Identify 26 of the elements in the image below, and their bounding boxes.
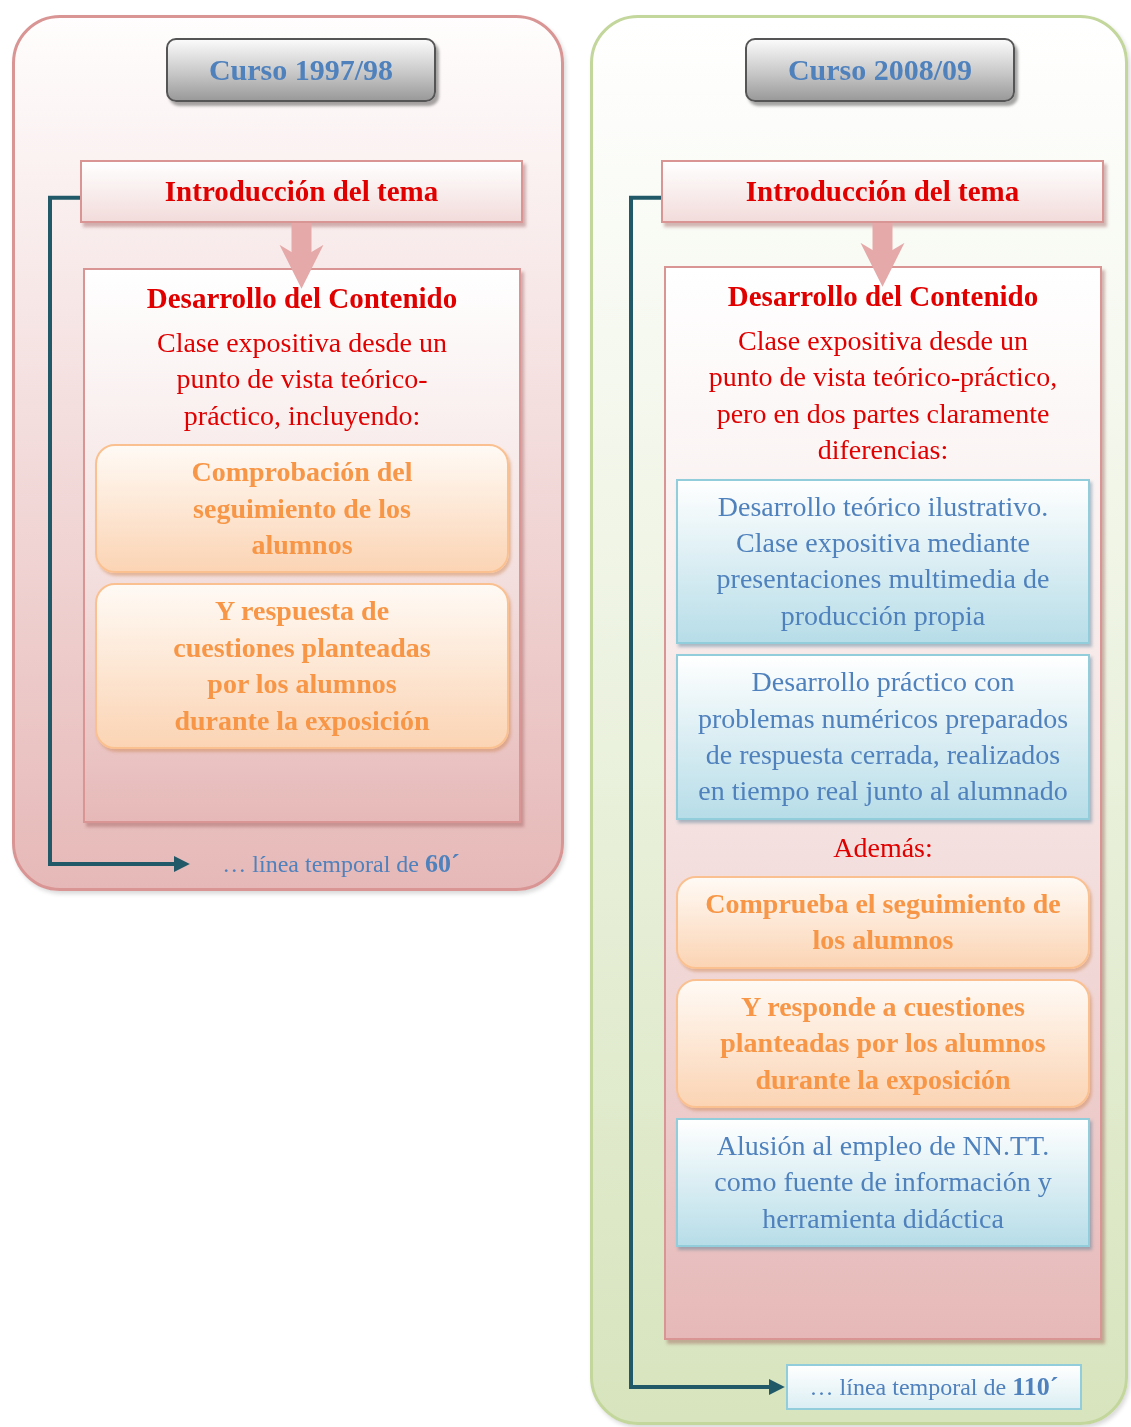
timeline-label: … línea temporal de 60´ xyxy=(191,846,491,882)
stage-box: Introducción del tema xyxy=(661,160,1104,223)
activity-box: Desarrollo teórico ilustrativo. Clase expositiva mediante presentaciones multimedia de producción propia xyxy=(676,478,1090,645)
arrow xyxy=(629,195,785,1395)
activity-box: Alusión al empleo de NN.TT. como fuente de información y herramienta didáctica xyxy=(676,1118,1090,1248)
course-label: Curso 2008/09 xyxy=(745,38,1015,102)
arrow xyxy=(860,223,905,287)
timeline-label: … línea temporal de 110´ xyxy=(786,1364,1082,1410)
panel-background xyxy=(590,15,1128,1425)
description-text: Clase expositiva desde un punto de vista teórico-práctico, incluyendo: xyxy=(155,326,449,433)
course-label: Curso 1997/98 xyxy=(166,38,436,102)
arrow xyxy=(279,223,324,289)
note-text: Además: xyxy=(832,830,934,865)
content-box xyxy=(664,266,1102,1340)
description-text: Clase expositiva desde un punto de vista teórico-práctico, pero en dos partes claramente diferencias: xyxy=(707,324,1059,468)
section-heading: Desarrollo del Contenido xyxy=(726,280,1040,313)
panel-background xyxy=(12,15,564,891)
activity-box: Desarrollo práctico con problemas numéricos preparados de respuesta cerrada, realizados en tiempo real junto al alumnado xyxy=(676,654,1090,820)
content-box xyxy=(83,268,521,823)
highlight-box: Y responde a cuestiones planteadas por los alumnos durante la exposición xyxy=(676,978,1090,1109)
arrow xyxy=(48,195,190,872)
stage-box: Introducción del tema xyxy=(80,160,523,223)
highlight-box: Y respuesta de cuestiones planteadas por los alumnos durante la exposición xyxy=(95,583,509,749)
highlight-box: Comprobación del seguimiento de los alumnos xyxy=(95,444,509,574)
highlight-box: Comprueba el seguimiento de los alumnos xyxy=(676,876,1090,969)
section-heading: Desarrollo del Contenido xyxy=(145,282,459,315)
